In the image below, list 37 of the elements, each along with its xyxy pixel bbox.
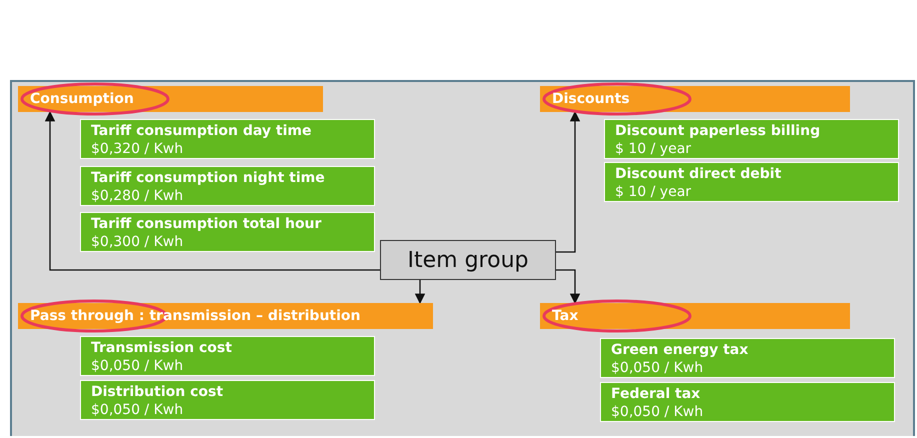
item-box — [80, 380, 375, 420]
item-box — [80, 119, 375, 159]
item-price: $ 10 / year — [615, 183, 692, 201]
item-box — [604, 119, 899, 159]
group-label: Item group — [408, 248, 528, 272]
item-name: Tariff consumption day time — [91, 122, 312, 140]
arrow — [414, 280, 426, 304]
item-name: Tariff consumption total hour — [91, 215, 322, 233]
item-name: Green energy tax — [611, 341, 750, 359]
group-box — [380, 240, 556, 280]
item-box — [600, 382, 895, 422]
item-price: $0,320 / Kwh — [91, 140, 184, 158]
item-name: Federal tax — [611, 385, 702, 403]
arrow — [44, 110, 380, 271]
category-label: Pass through : transmission – distribution — [30, 308, 360, 324]
item-box — [80, 336, 375, 376]
item-box — [80, 166, 375, 206]
item-price: $0,050 / Kwh — [91, 401, 184, 419]
arrow — [556, 269, 580, 304]
category-label: Consumption — [30, 91, 134, 107]
item-price: $0,050 / Kwh — [91, 357, 184, 375]
arrow — [556, 110, 580, 253]
category-label: Tax — [552, 308, 578, 324]
item-name: Tariff consumption night time — [91, 169, 326, 187]
item-price: $0,050 / Kwh — [611, 403, 704, 421]
item-name: Distribution cost — [91, 383, 224, 401]
category-label: Discounts — [552, 91, 630, 107]
item-price: $0,280 / Kwh — [91, 187, 184, 205]
item-name: Discount paperless billing — [615, 122, 822, 140]
item-name: Discount direct debit — [615, 165, 782, 183]
item-price: $0,300 / Kwh — [91, 233, 184, 251]
item-box — [80, 212, 375, 252]
item-name: Transmission cost — [91, 339, 233, 357]
item-price: $ 10 / year — [615, 140, 692, 158]
item-box — [600, 338, 895, 378]
item-price: $0,050 / Kwh — [611, 359, 704, 377]
item-box — [604, 162, 899, 202]
